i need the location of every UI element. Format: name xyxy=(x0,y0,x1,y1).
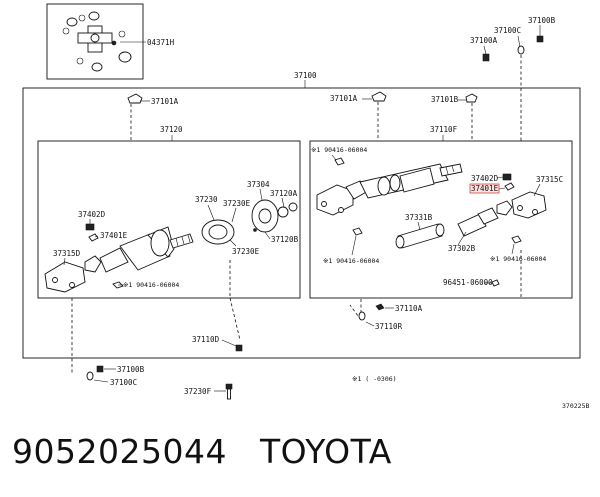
spider-cross xyxy=(77,25,113,53)
illustration-code: 370225B xyxy=(562,402,589,410)
label-37402D-right: 37402D xyxy=(471,174,499,183)
label-37100C-bottom: 37100C xyxy=(110,378,137,387)
label-90416-a: ※1 90416-06004 xyxy=(311,146,367,154)
label-37230E-b: 37230E xyxy=(232,247,260,256)
label-37401E-left: 37401E xyxy=(100,231,128,240)
front-shaft-frame xyxy=(37,140,301,299)
label-96451: 96451-06000 xyxy=(443,278,493,287)
label-37230E: 37230E xyxy=(223,199,251,208)
label-37101B: 37101B xyxy=(431,95,459,104)
label-37304: 37304 xyxy=(247,180,270,189)
label-37100: 37100 xyxy=(294,71,317,80)
footnote: ※1 ( -0306) xyxy=(352,375,397,383)
label-37101A-mid: 37101A xyxy=(330,94,358,103)
label-37331B: 37331B xyxy=(405,213,433,222)
brand-name: TOYOTA xyxy=(259,432,392,471)
label-90416-c: ※1 90416-06004 xyxy=(490,255,546,263)
label-37110F: 37110F xyxy=(430,125,458,134)
rear-propeller-shaft xyxy=(316,157,547,287)
main-assembly-frame xyxy=(22,87,581,359)
label-37315C: 37315C xyxy=(536,175,563,184)
bottom-hardware: 37110A 37110R 37110D 37100B 37100C 37230… xyxy=(86,303,423,400)
label-37100B-bottom: 37100B xyxy=(117,365,145,374)
flange-yoke xyxy=(44,261,86,293)
part-number: 9052025044 xyxy=(12,432,227,471)
caption: 9052025044 TOYOTA xyxy=(12,432,392,471)
front-propeller-shaft xyxy=(44,199,298,293)
label-37315D: 37315D xyxy=(53,249,81,258)
label-37230: 37230 xyxy=(195,195,218,204)
label-37402D-left: 37402D xyxy=(78,210,106,219)
label-37230F: 37230F xyxy=(184,387,212,396)
label-37110D: 37110D xyxy=(192,335,220,344)
label-37120A: 37120A xyxy=(270,189,298,198)
label-04371H: 04371H xyxy=(147,38,175,47)
top-right-bolts: 37100B 37100C 37100A xyxy=(470,16,556,62)
label-37101A-left: 37101A xyxy=(151,97,179,106)
label-37110A: 37110A xyxy=(395,304,423,313)
label-37401E-right: 37401E xyxy=(471,184,499,193)
rear-flange-yoke xyxy=(316,184,354,216)
center-bearing-brackets: 37101A 37101A 37101B xyxy=(127,91,478,106)
label-37302B: 37302B xyxy=(448,244,476,253)
label-90416-d: ※1 90416-06004 xyxy=(123,281,179,289)
rear-end-flange-yoke xyxy=(511,191,547,219)
bearing-cups xyxy=(66,11,132,72)
dust-boot xyxy=(397,223,443,249)
label-37100A-top: 37100A xyxy=(470,36,498,45)
rear-shaft-frame xyxy=(309,140,573,299)
parts-diagram: 04371H 37100B 37100C 37100A 37100 37101A… xyxy=(22,3,589,410)
label-37120B: 37120B xyxy=(271,235,299,244)
label-37120: 37120 xyxy=(160,125,183,134)
inset-universal-joint-kit: 04371H xyxy=(46,3,175,80)
snap-rings xyxy=(62,14,126,65)
label-37110R: 37110R xyxy=(375,322,403,331)
label-37100B-top: 37100B xyxy=(528,16,556,25)
label-90416-b: ※1 90416-06004 xyxy=(323,257,379,265)
label-37100C-top: 37100C xyxy=(494,26,521,35)
highlight-37401E xyxy=(469,183,500,194)
